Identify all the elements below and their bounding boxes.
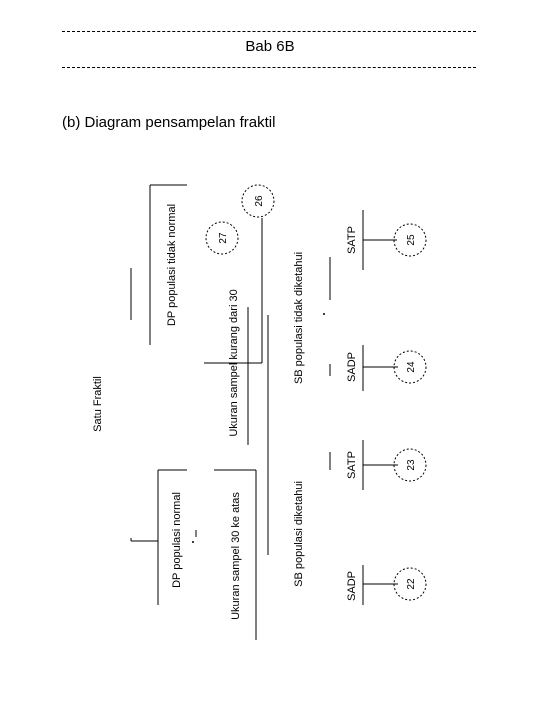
satp-top-label: SATP xyxy=(346,226,358,254)
node-26-circle xyxy=(241,184,275,218)
node-27-circle xyxy=(205,221,239,255)
sadp-bottom-label: SADP xyxy=(346,571,358,601)
root-label: Satu Fraktil xyxy=(92,376,104,432)
sd-known-label: SB populasi diketahui xyxy=(293,481,305,587)
node-27-label: 27 xyxy=(218,232,229,244)
header-top-rule xyxy=(62,31,476,32)
sadp-top-label: SADP xyxy=(346,352,358,382)
node-22-circle xyxy=(393,567,427,601)
node-26-label: 26 xyxy=(254,195,265,207)
node-24-circle xyxy=(393,350,427,384)
dp-normal-label: DP populasi normal xyxy=(171,492,183,588)
dp-abnormal-label: DP populasi tidak normal xyxy=(166,204,178,326)
diagram-subtitle: (b) Diagram pensampelan fraktil xyxy=(62,114,276,131)
node-22-label: 22 xyxy=(406,578,417,590)
node-24-label: 24 xyxy=(406,361,417,373)
page-header-title: Bab 6B xyxy=(245,38,295,55)
ss-large-label: Ukuran sampel 30 ke atas xyxy=(230,492,242,620)
node-23-label: 23 xyxy=(406,459,417,471)
node-23-circle xyxy=(393,448,427,482)
node-25-circle xyxy=(393,223,427,257)
satp-mid-label: SATP xyxy=(346,451,358,479)
ss-small-label: Ukuran sampel kurang dari 30 xyxy=(228,289,240,436)
stray-dot-lower xyxy=(192,541,194,543)
header-bottom-rule xyxy=(62,67,476,68)
node-25-label: 25 xyxy=(406,234,417,246)
sd-unknown-label: SB populasi tidak diketahui xyxy=(293,252,305,384)
stray-dot-upper xyxy=(323,313,325,315)
